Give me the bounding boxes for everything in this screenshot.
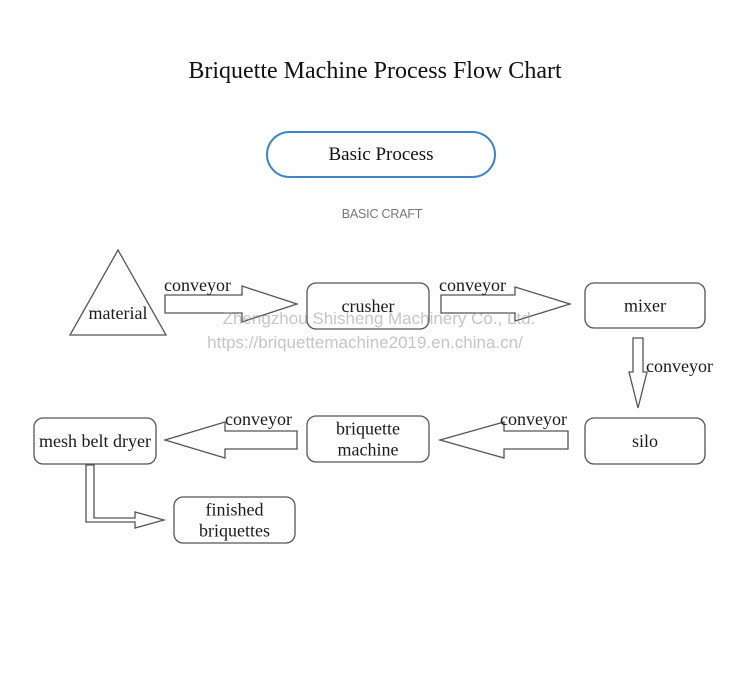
- node-label: machine: [338, 440, 399, 460]
- node-shape-box: [584, 417, 706, 465]
- node-shape-box: [33, 417, 157, 465]
- node-label: material: [89, 303, 148, 323]
- section-pill: Basic Process: [266, 131, 496, 178]
- edge-crusher-to-mixer: conveyor: [439, 275, 573, 322]
- conveyor-arrow: [437, 421, 569, 459]
- node-shape-box: [306, 415, 430, 463]
- node-label: briquette: [336, 419, 400, 439]
- node-shape-box: [584, 282, 706, 329]
- node-label: briquettes: [199, 521, 270, 541]
- edges-layer: conveyor conveyor conveyor conveyor conveyor: [85, 275, 713, 529]
- conveyor-arrow: [440, 286, 573, 322]
- node-label: crusher: [342, 296, 395, 316]
- edge-silo-to-briquette-machine: conveyor: [437, 409, 569, 459]
- conveyor-arrow: [164, 285, 300, 323]
- conveyor-arrow: [85, 464, 167, 529]
- node-mesh-belt-dryer: mesh belt dryer: [33, 417, 157, 465]
- node-material: material: [68, 248, 168, 336]
- node-label: finished: [206, 500, 264, 520]
- edge-label: conveyor: [439, 275, 506, 295]
- node-briquette-machine: briquettemachine: [306, 415, 430, 463]
- edge-material-to-crusher: conveyor: [164, 275, 300, 323]
- chart-title: Briquette Machine Process Flow Chart: [188, 58, 562, 84]
- conveyor-arrow: [628, 337, 648, 409]
- node-label: mixer: [624, 296, 666, 316]
- nodes-layer: material crusher mixer silo briquettemachine…: [33, 248, 706, 544]
- node-crusher: crusher: [306, 282, 430, 330]
- conveyor-arrow: [162, 421, 298, 459]
- edge-label: conveyor: [646, 356, 713, 376]
- node-shape-triangle: [68, 248, 168, 336]
- section-subtitle: BASIC CRAFT: [341, 207, 423, 221]
- node-silo: silo: [584, 417, 706, 465]
- node-shape-box: [173, 496, 296, 544]
- node-mixer: mixer: [584, 282, 706, 329]
- edge-mesh-belt-dryer-to-finished-briquettes: [85, 464, 167, 529]
- edge-label: conveyor: [225, 409, 292, 429]
- edge-mixer-to-silo: conveyor: [628, 337, 713, 409]
- edge-briquette-machine-to-mesh-belt-dryer: conveyor: [162, 409, 298, 459]
- node-shape-box: [306, 282, 430, 330]
- node-label: silo: [632, 431, 658, 451]
- node-label: mesh belt dryer: [39, 431, 151, 451]
- section-label: Basic Process: [328, 143, 434, 165]
- edge-label: conveyor: [500, 409, 567, 429]
- edge-label: conveyor: [164, 275, 231, 295]
